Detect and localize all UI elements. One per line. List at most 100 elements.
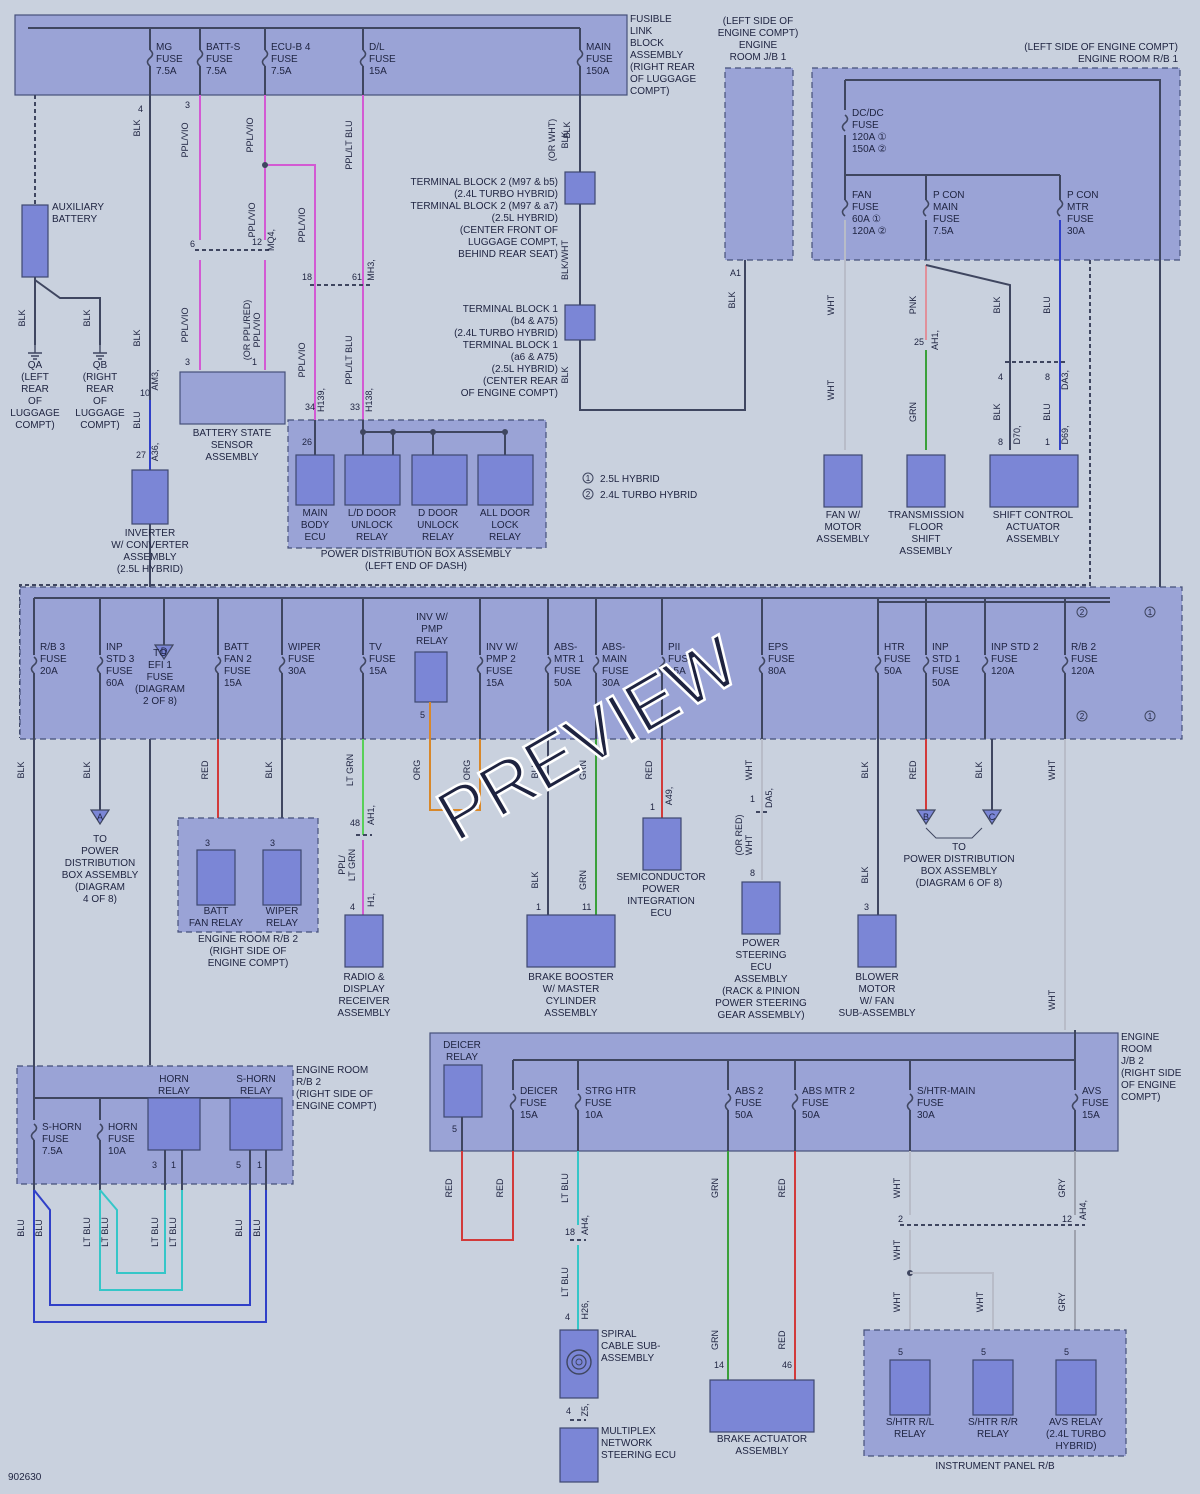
- pin-number: 4: [138, 104, 143, 114]
- brake-booster-label: BRAKE BOOSTER: [528, 972, 614, 983]
- wire-label: H138,: [364, 388, 374, 412]
- wire-label: PNK: [908, 296, 918, 315]
- junction-dot: [262, 162, 268, 168]
- semi-ecu-label: INTEGRATION: [627, 896, 695, 907]
- rb1-fuse-label: FUSE: [933, 214, 960, 225]
- wire-label: WHT: [975, 1291, 985, 1312]
- mid-fuse-label: INP: [932, 642, 949, 653]
- ground-qb-label: (RIGHT: [83, 372, 117, 383]
- legend-circle: [582, 472, 594, 484]
- shorn-fuse-label: 7.5A: [42, 1146, 63, 1157]
- fuse-label: ECU-B 4: [271, 42, 311, 53]
- aux-battery-label: BATTERY: [52, 214, 98, 225]
- wire-label: WHT: [892, 1291, 902, 1312]
- legend-circle: [582, 488, 594, 500]
- jb2-label: J/B 2: [1121, 1056, 1144, 1067]
- mid-fuse-label: 50A: [932, 678, 950, 689]
- wire-label: RED: [444, 1178, 454, 1198]
- wire-label: BLU: [234, 1219, 244, 1237]
- jb2-fuse-label: FUSE: [735, 1098, 762, 1109]
- fuse-label: 150A: [586, 66, 610, 77]
- fuse-label: FUSE: [206, 54, 233, 65]
- fuse-label: FUSE: [271, 54, 298, 65]
- wire-label: BLK: [82, 761, 92, 778]
- main-body-label: MAIN: [303, 508, 328, 519]
- wire-label: LT BLU: [560, 1173, 570, 1203]
- mid-fuse-label: FUSE: [224, 666, 251, 677]
- pin-number: 46: [782, 1360, 792, 1370]
- avs-relay-label: AVS RELAY: [1049, 1417, 1103, 1428]
- mid-fuse-label: 80A: [768, 666, 786, 677]
- tb2-label: TERMINAL BLOCK 2 (M97 & b5): [411, 177, 558, 188]
- pin-number: 1: [750, 794, 755, 804]
- connector-triangle: [981, 809, 1003, 826]
- mid-fuse-label: EPS: [768, 642, 788, 653]
- terminal-block-1: [564, 304, 596, 341]
- spiral-label: SPIRAL: [601, 1329, 637, 1340]
- wire-label: WHT: [892, 1239, 902, 1260]
- ps-ecu-label: (RACK & PINION: [722, 986, 800, 997]
- fuse-label: 7.5A: [156, 66, 177, 77]
- fuse-label: D/L: [369, 42, 385, 53]
- d-door-label: RELAY: [422, 532, 454, 543]
- shorn-relay: [229, 1097, 283, 1151]
- main-body-ecu: [295, 454, 335, 506]
- fuse-label: MG: [156, 42, 172, 53]
- jb2-fuse-label: DEICER: [520, 1086, 558, 1097]
- pin-number: 4: [998, 372, 1003, 382]
- pin-number: 5: [981, 1347, 986, 1357]
- mid-fuse-label: TV: [369, 642, 382, 653]
- mid-fuse-label: 15A: [369, 666, 387, 677]
- mid-fuse-label: STD 3: [106, 654, 135, 665]
- horn-fuse-label: HORN: [108, 1122, 137, 1133]
- multiplex-label: STEERING ECU: [601, 1450, 676, 1461]
- jb2-fuse-label: 50A: [802, 1110, 820, 1121]
- auxiliary-battery: [21, 204, 49, 278]
- mid-fuse-label: 15A: [486, 678, 504, 689]
- wire-label: LT BLU: [82, 1217, 92, 1247]
- fuse-symbol: [981, 656, 989, 674]
- mid-fuse-label: 15A: [668, 666, 686, 677]
- fusible-link-label: ASSEMBLY: [630, 50, 683, 61]
- wire-label: AH4,: [1078, 1200, 1088, 1220]
- shorn-fuse-label: S-HORN: [42, 1122, 81, 1133]
- all-door-relay: [477, 454, 534, 506]
- fuse-symbol: [1061, 656, 1069, 674]
- wire: [925, 264, 1011, 450]
- wire: [579, 95, 746, 411]
- rb2-horn-label: R/B 2: [296, 1077, 321, 1088]
- pin-number: 25: [914, 337, 924, 347]
- wire-label: MQ4,: [266, 229, 276, 251]
- rb2-horn-label: (RIGHT SIDE OF: [296, 1089, 373, 1100]
- junction-dot: [360, 429, 366, 435]
- wire-label: RED: [495, 1178, 505, 1198]
- pin-number: 33: [350, 402, 360, 412]
- rb2-mid-label: (RIGHT SIDE OF: [209, 946, 286, 957]
- legend-number: 1: [1148, 608, 1153, 617]
- fuse-label: MAIN: [586, 42, 611, 53]
- junction-dot: [502, 429, 508, 435]
- battery-sensor-label: SENSOR: [211, 440, 253, 451]
- legend-number: 2: [1080, 712, 1085, 721]
- engine-room-rb-main: [19, 586, 1183, 740]
- tb1-label: TERMINAL BLOCK 1: [463, 340, 559, 351]
- pin-number: 8: [1045, 372, 1050, 382]
- pdb-label: (LEFT END OF DASH): [365, 561, 467, 572]
- wire-label: WHT: [892, 1177, 902, 1198]
- semi-ecu-label: SEMICONDUCTOR: [616, 872, 705, 883]
- jb2-label: COMPT): [1121, 1092, 1160, 1103]
- spiral-label: ASSEMBLY: [601, 1353, 654, 1364]
- trans-shift-label: TRANSMISSION: [888, 510, 964, 521]
- fuse-symbol: [96, 656, 104, 674]
- shtr-rr-relay: [972, 1359, 1014, 1416]
- wire-label: BLK: [860, 866, 870, 883]
- fuse-symbol: [96, 1123, 104, 1141]
- wire-label: (OR RED): [734, 815, 744, 856]
- wire-label: Z5,: [580, 1403, 590, 1416]
- mid-fuse-label: FUSE: [369, 654, 396, 665]
- wire-label: LT BLU: [150, 1217, 160, 1247]
- ground-qb-label: QB: [93, 360, 108, 371]
- blower-label: BLOWER: [855, 972, 898, 983]
- to-pdb6-label: BOX ASSEMBLY: [921, 866, 998, 877]
- fuse-symbol: [544, 656, 552, 674]
